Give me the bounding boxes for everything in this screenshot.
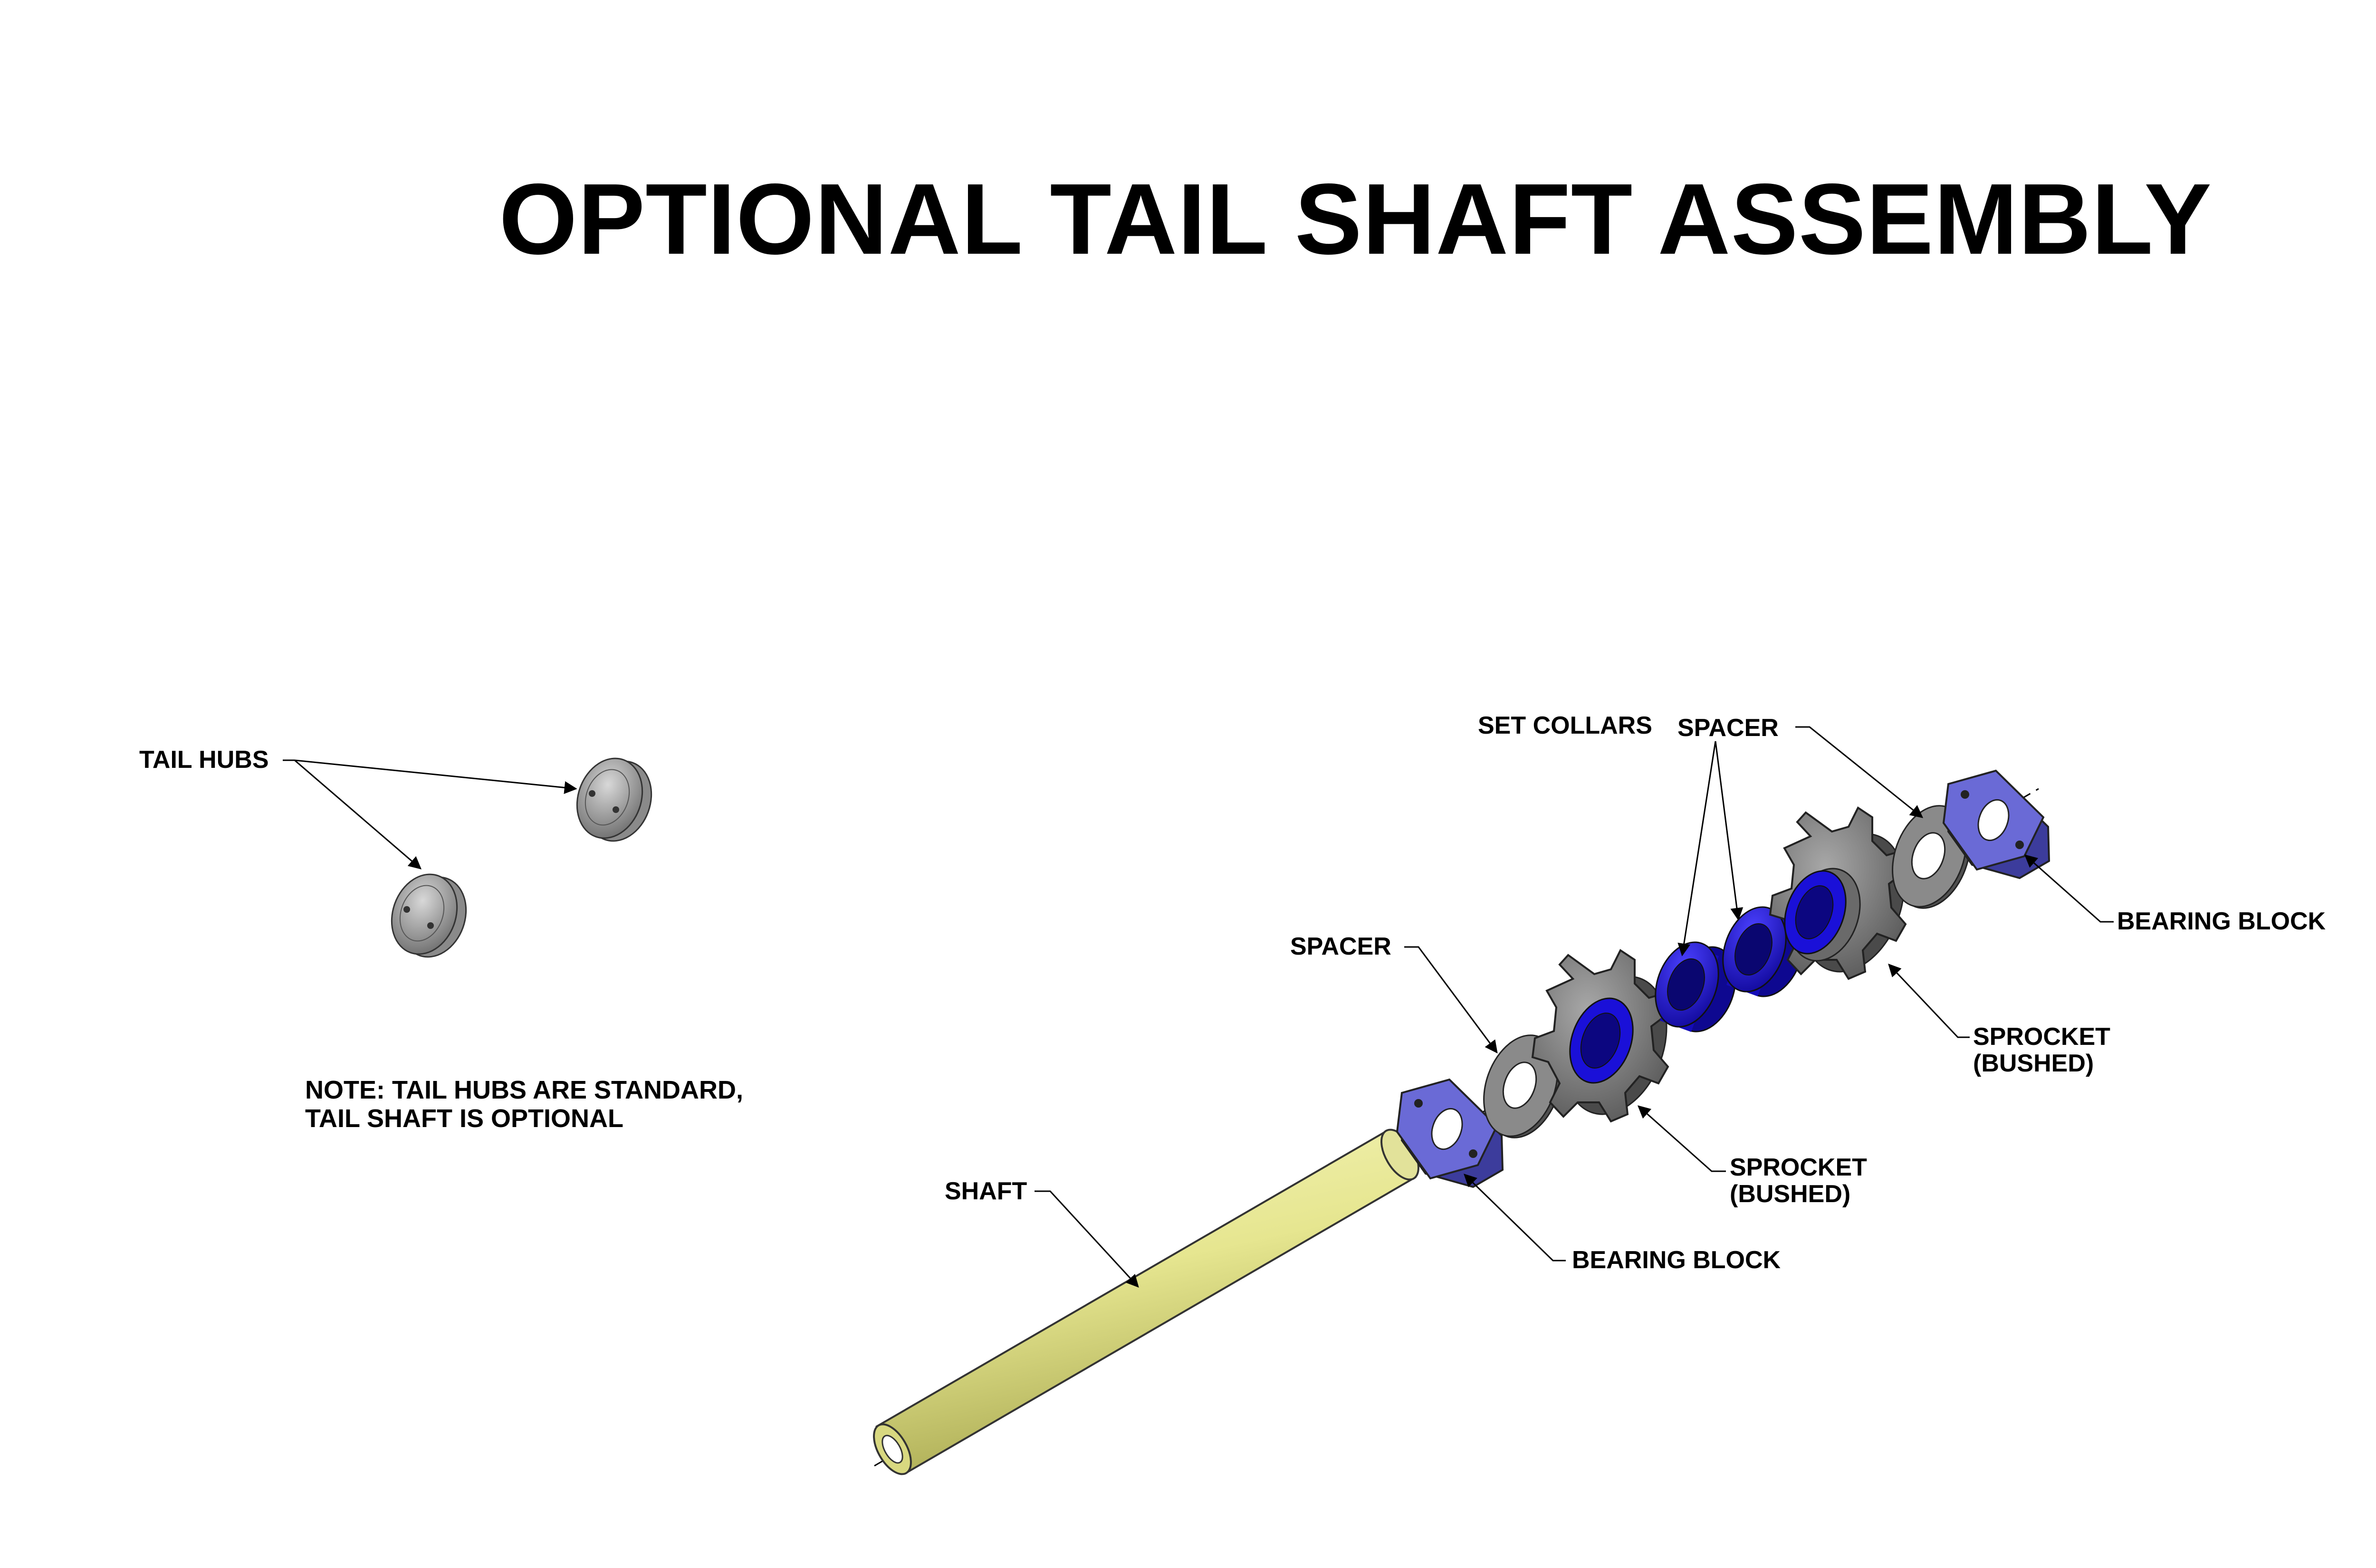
- bearing-block-right: [1942, 769, 2050, 880]
- label-tail-hubs: TAIL HUBS: [139, 746, 269, 774]
- label-spacer-left: SPACER: [1290, 933, 1391, 960]
- label-bearing-block-right: BEARING BLOCK: [2117, 908, 2326, 935]
- label-sprocket-left-line-2: (BUSHED): [1730, 1180, 1851, 1208]
- label-bearing-block-left: BEARING BLOCK: [1572, 1247, 1781, 1274]
- label-set-collars-text: SET COLLARS: [1478, 712, 1652, 739]
- label-set-collars: SET COLLARS: [1478, 712, 1652, 739]
- leader-bearing-block-right: [2024, 854, 2114, 923]
- shaft-part: [873, 1128, 1419, 1475]
- label-spacer-top-text: SPACER: [1677, 714, 1779, 742]
- note-line-1: NOTE: TAIL HUBS ARE STANDARD,: [305, 1076, 743, 1104]
- leader-tail-hubs-upper: [283, 759, 577, 794]
- sprocket-left: [1531, 949, 1672, 1123]
- tail-hub-upper: [576, 757, 652, 842]
- leader-set-collar-left: [1677, 741, 1716, 956]
- leader-spacer-top: [1795, 726, 1924, 818]
- leader-tail-hubs-lower: [294, 759, 422, 870]
- note-tail-hubs: NOTE: TAIL HUBS ARE STANDARD, TAIL SHAFT…: [305, 1076, 743, 1133]
- label-spacer-top: SPACER: [1677, 715, 1779, 742]
- leader-sprocket-right: [1888, 964, 1970, 1038]
- leader-set-collar-right: [1715, 741, 1744, 921]
- label-tail-hubs-text: TAIL HUBS: [139, 746, 269, 774]
- label-shaft-text: SHAFT: [945, 1177, 1027, 1205]
- note-line-2: TAIL SHAFT IS OPTIONAL: [305, 1104, 623, 1133]
- label-sprocket-right: SPROCKET (BUSHED): [1973, 1023, 2110, 1077]
- label-sprocket-right-line-1: SPROCKET: [1973, 1023, 2110, 1051]
- label-sprocket-right-line-2: (BUSHED): [1973, 1049, 2094, 1077]
- page-title: OPTIONAL TAIL SHAFT ASSEMBLY: [499, 163, 2212, 275]
- leader-shaft: [1035, 1190, 1139, 1288]
- label-bearing-block-right-text: BEARING BLOCK: [2117, 908, 2326, 935]
- label-shaft: SHAFT: [945, 1178, 1027, 1205]
- label-sprocket-left-line-1: SPROCKET: [1730, 1154, 1867, 1181]
- sprocket-right: [1769, 806, 1909, 980]
- label-bearing-block-left-text: BEARING BLOCK: [1572, 1246, 1781, 1274]
- label-spacer-left-text: SPACER: [1290, 933, 1391, 960]
- bearing-block-left: [1396, 1078, 1504, 1188]
- set-collar-left: [1655, 941, 1736, 1033]
- leader-spacer-left: [1404, 946, 1498, 1054]
- leader-sprocket-left: [1637, 1105, 1726, 1172]
- tail-hub-lower: [391, 873, 467, 958]
- leader-bearing-block-left: [1464, 1174, 1566, 1262]
- label-sprocket-left: SPROCKET (BUSHED): [1730, 1154, 1867, 1208]
- leader-lines: [283, 726, 2114, 1288]
